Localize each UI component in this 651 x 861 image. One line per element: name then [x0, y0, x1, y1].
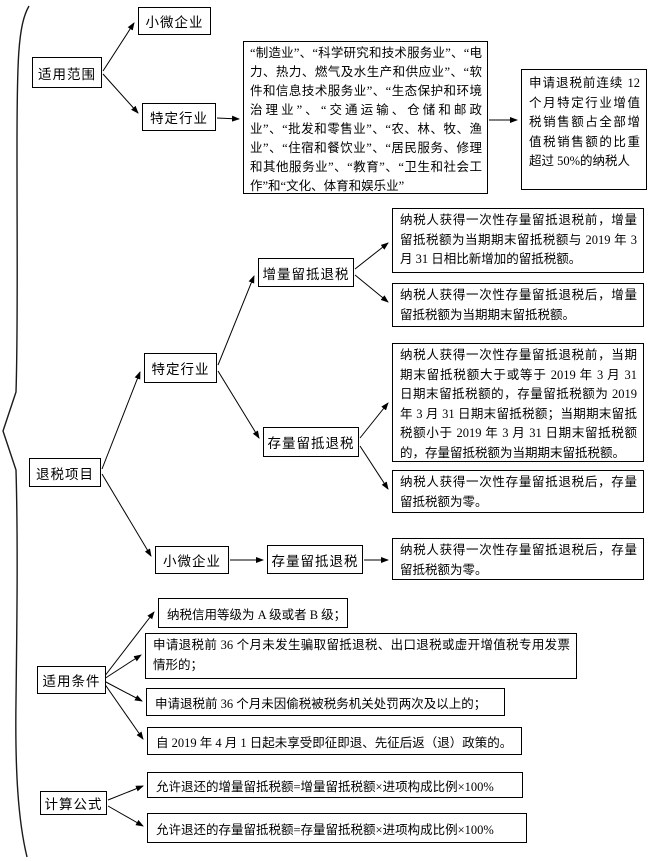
stock-after-note-box: 纳税人获得一次性存量留抵退税后，存量留抵税额为零。	[392, 470, 644, 513]
condition-1-box: 纳税信用等级为 A 级或者 B 级；	[158, 598, 348, 628]
node-refund-specific-industry: 特定行业	[144, 353, 217, 383]
node-refund-items: 退税项目	[29, 458, 101, 487]
small-micro-stock-after-note-box: 纳税人获得一次性存量留抵退税后，存量留抵税额为零。	[392, 538, 644, 580]
node-incremental-refund: 增量留抵退税	[258, 258, 354, 287]
node-stock-refund-small: 存量留抵退税	[267, 545, 363, 574]
node-conditions: 适用条件	[37, 666, 106, 694]
node-stock-refund-specific: 存量留抵退税	[263, 427, 359, 457]
formula-incremental-box: 允许退还的增量留抵税额=增量留抵税额×进项构成比例×100%	[147, 772, 523, 798]
industry-list-box: “制造业”、“科学研究和技术服务业”、“电力、热力、燃气及水生产和供应业”、“软…	[243, 41, 488, 194]
left-brace	[2, 5, 30, 858]
formula-stock-box: 允许退还的存量留抵税额=存量留抵税额×进项构成比例×100%	[147, 813, 527, 843]
stock-before-note-box: 纳税人获得一次性存量留抵退税前，当期期末留抵税额大于或等于 2019 年 3 月…	[392, 343, 644, 462]
incremental-before-note-box: 纳税人获得一次性存量留抵退税前，增量留抵税额为当期期末留抵税额与 2019 年 …	[392, 208, 644, 273]
condition-4-box: 自 2019 年 4 月 1 日起未享受即征即退、先征后返（退）政策的。	[147, 727, 522, 755]
condition-2-box: 申请退税前 36 个月未发生骗取留抵退税、出口退税或虚开增值税专用发票情形的；	[145, 633, 577, 679]
node-scope-specific-industry: 特定行业	[142, 103, 216, 131]
node-refund-small-micro: 小微企业	[155, 546, 229, 574]
node-scope-small-micro: 小微企业	[138, 7, 211, 35]
condition-3-box: 申请退税前 36 个月未因偷税被税务机关处罚两次及以上的；	[146, 688, 505, 716]
node-formula: 计算公式	[40, 791, 107, 815]
node-scope: 适用范围	[32, 57, 102, 88]
incremental-after-note-box: 纳税人获得一次性存量留抵退税后，增量留抵税额为当期期末留抵税额。	[392, 283, 644, 327]
threshold-note-box: 申请退税前连续 12 个月特定行业增值税销售额占全部增值税销售额的比重超过 50…	[521, 69, 647, 190]
